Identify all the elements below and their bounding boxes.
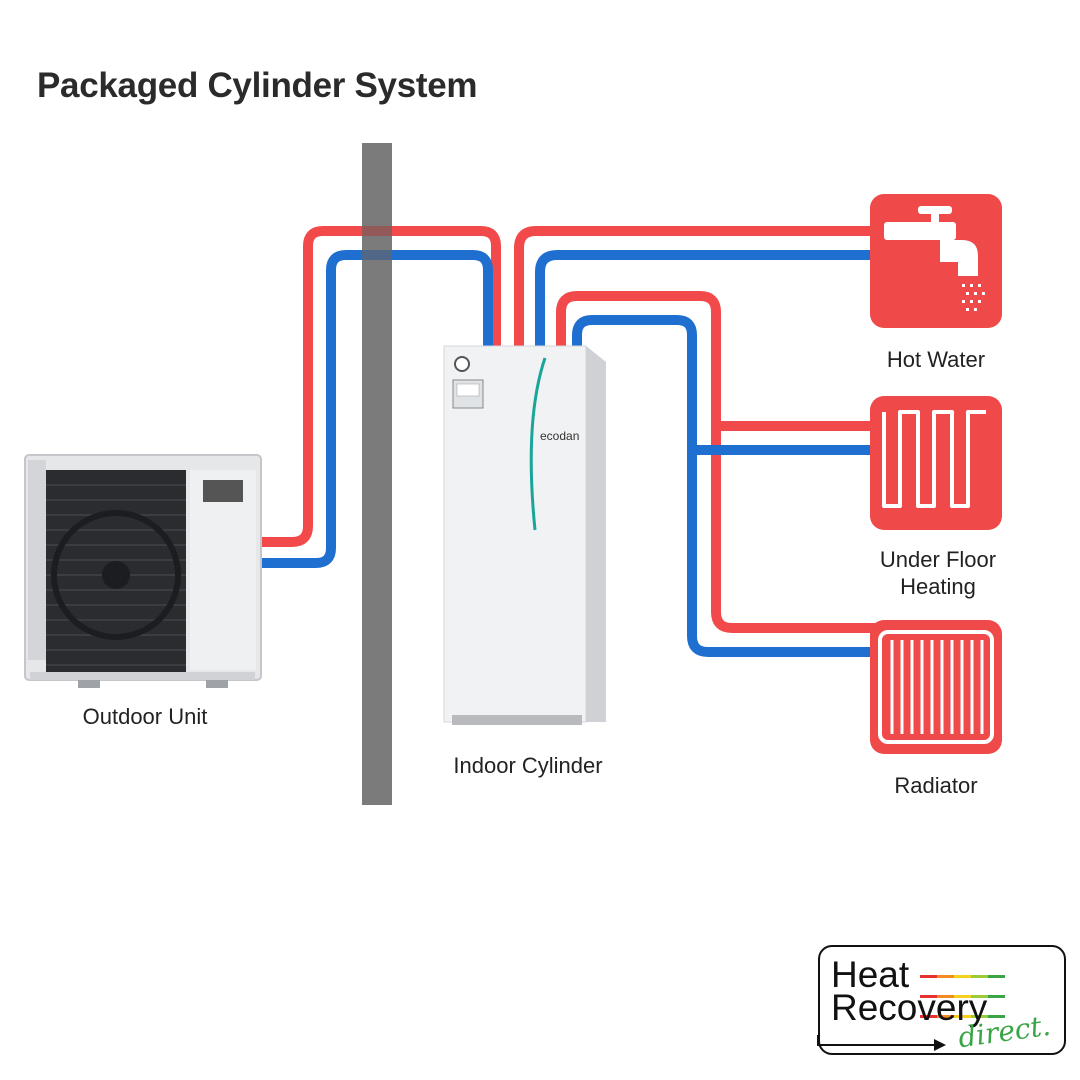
indoor-cylinder-illustration <box>443 345 606 725</box>
radiator-icon <box>870 620 1002 754</box>
hot-water-pipe-blue <box>535 250 880 346</box>
under-floor-heating-label: Under Floor Heating <box>848 546 1028 600</box>
under-floor-heating-label-line1: Under Floor <box>879 547 997 572</box>
wall <box>362 143 392 805</box>
heating-pipe-blue <box>572 315 880 657</box>
under-floor-heating-label-line2: Heating <box>900 574 976 599</box>
logo-arrow-icon <box>817 1035 946 1051</box>
logo-line2: Recovery <box>831 987 988 1028</box>
hot-water-pipe-red <box>514 226 880 346</box>
page-title: Packaged Cylinder System <box>37 66 478 105</box>
outdoor-unit-illustration <box>24 454 262 688</box>
radiator-label: Radiator <box>894 773 978 798</box>
outdoor-pipe-red <box>258 226 501 547</box>
hot-water-icon <box>870 194 1002 328</box>
indoor-cylinder-label: Indoor Cylinder <box>453 753 603 778</box>
heating-pipe-red <box>556 291 880 633</box>
under-floor-heating-icon <box>870 396 1002 530</box>
logo-energy-bars <box>920 965 1005 1023</box>
heat-recovery-direct-logo: Heat Recovery direct. <box>817 945 1068 1057</box>
hot-water-label: Hot Water <box>886 347 986 372</box>
cylinder-brand: ecodan <box>540 429 579 443</box>
logo-line1: Heat <box>831 954 910 995</box>
outdoor-pipe-blue <box>258 250 493 568</box>
outdoor-unit-label: Outdoor Unit <box>82 704 208 729</box>
